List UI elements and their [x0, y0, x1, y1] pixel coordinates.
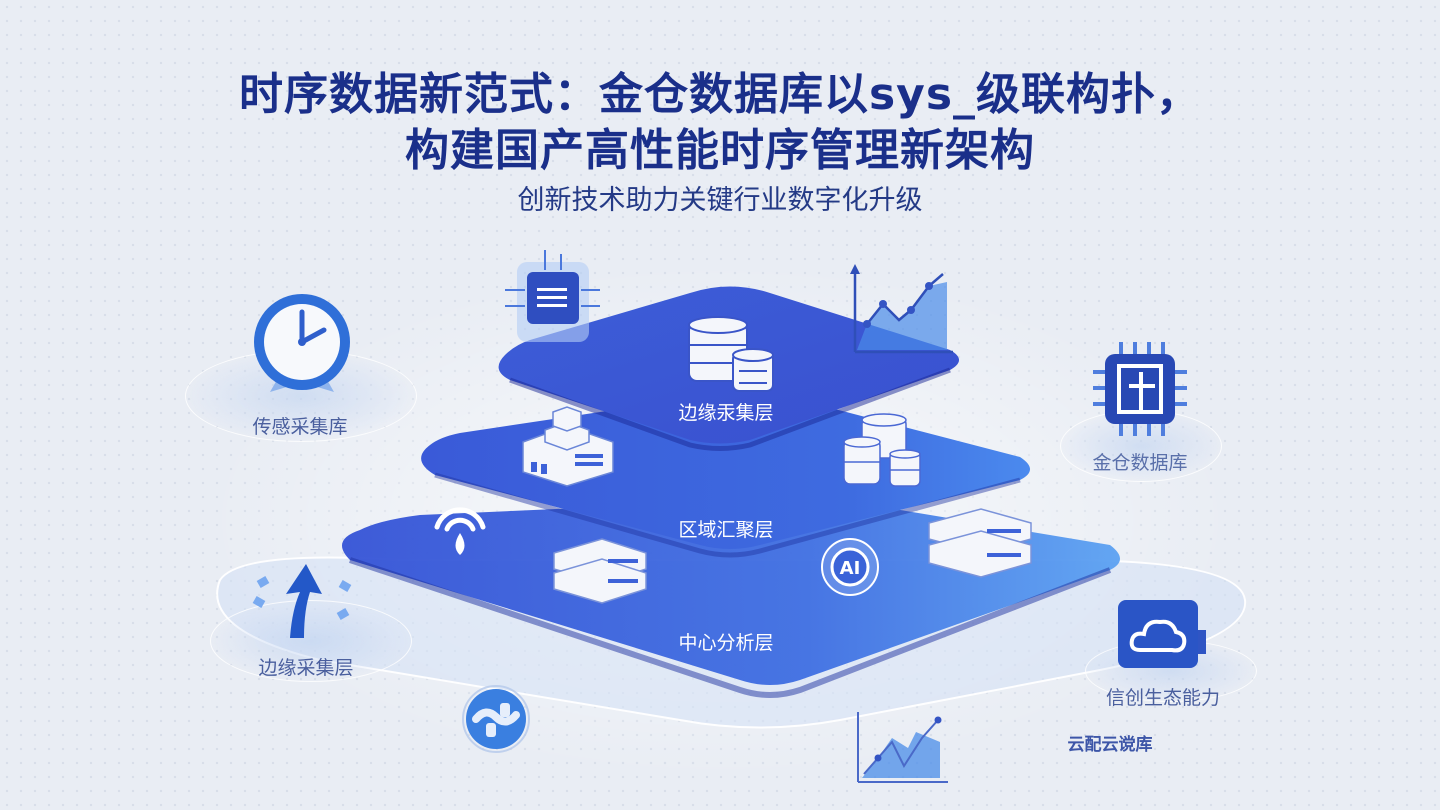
- page-title-line2: 构建国产高性能时序管理新架构: [405, 125, 1035, 176]
- cloud-icon: [1118, 600, 1206, 668]
- database-cluster-icon: [843, 413, 921, 487]
- clock-icon: [254, 294, 350, 392]
- server-icon-right: [928, 508, 1032, 578]
- side-label-cloud-db: 云配云谠库: [1067, 735, 1153, 755]
- side-label-ecosystem: 信创生态能力: [1105, 687, 1220, 709]
- signal-icon: [434, 507, 486, 555]
- halo-arrow: [210, 600, 412, 682]
- side-label-edge: 边缘采集层: [258, 657, 354, 679]
- page-subtitle: 创新技术助力关键行业数字化升级: [517, 185, 923, 216]
- side-label-sensor: 传感采集库: [252, 416, 348, 438]
- page-title-line1: 时序数据新范式：金仓数据库以sys_级联构扑，: [238, 69, 1202, 120]
- mini-chart-icon: [857, 712, 948, 783]
- plate-center-analysis: [342, 495, 1120, 698]
- side-label-kingbase: 金仓数据库: [1092, 452, 1188, 474]
- server-icon: [553, 538, 647, 604]
- building-icon: [522, 406, 614, 487]
- layer-label-edge: 边缘汞集层: [678, 402, 774, 424]
- svg-text:AI: AI: [840, 558, 861, 579]
- chip-icon: [1093, 342, 1187, 436]
- line-chart-icon: [850, 264, 953, 354]
- cpu-document-icon: [505, 250, 600, 342]
- layer-label-regional: 区域汇聚层: [678, 519, 774, 541]
- database-stack-icon: [688, 316, 774, 392]
- ai-badge-icon: AI: [821, 538, 879, 596]
- layer-label-center: 中心分析层: [678, 632, 774, 654]
- arrow-up-icon: [252, 564, 352, 638]
- link-sphere-icon: [462, 685, 530, 753]
